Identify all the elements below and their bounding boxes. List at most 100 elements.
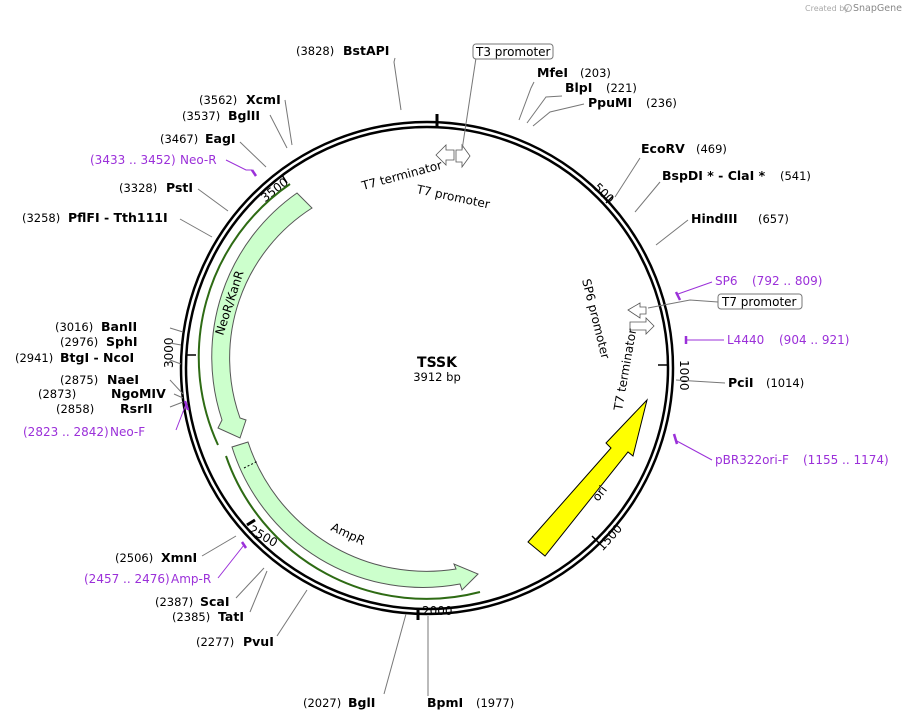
site-pos-bspdi-clai: (541) bbox=[780, 169, 811, 183]
leader-ecorv bbox=[614, 157, 641, 198]
leader-naei bbox=[169, 379, 184, 395]
tick-label-2000: 2000 bbox=[422, 604, 453, 618]
leader-pflfi-tth111i bbox=[179, 218, 213, 238]
neor-outline bbox=[197, 183, 291, 446]
t7-terminator-right-arrow-icon[interactable] bbox=[629, 317, 655, 335]
site-name-bspdi-clai[interactable]: BspDI * - ClaI * bbox=[662, 168, 766, 183]
primer-name-neo-f[interactable]: Neo-F bbox=[110, 425, 145, 439]
leader-tati bbox=[249, 570, 268, 613]
leader-scai bbox=[235, 567, 265, 599]
ori-feature[interactable] bbox=[527, 398, 648, 557]
t7-promoter-arrow-icon[interactable] bbox=[455, 143, 471, 169]
neor-feature[interactable] bbox=[211, 192, 313, 439]
primer-range-l4440: (904 .. 921) bbox=[779, 333, 849, 347]
site-name-ecorv[interactable]: EcoRV bbox=[641, 141, 685, 156]
primer-bar-sp6[interactable] bbox=[674, 291, 682, 301]
site-name-bglii[interactable]: BglII bbox=[228, 108, 260, 123]
site-pos-ngomiv: (2873) bbox=[38, 387, 76, 401]
site-name-eagi[interactable]: EagI bbox=[205, 131, 236, 146]
site-name-ngomiv[interactable]: NgoMIV bbox=[111, 386, 166, 401]
site-pos-bgli: (2027) bbox=[303, 696, 341, 710]
ampr-divider bbox=[243, 460, 259, 469]
leader-sphi bbox=[169, 342, 182, 346]
leader-xmni bbox=[201, 535, 237, 557]
tick-1500 bbox=[591, 535, 601, 545]
site-name-naei[interactable]: NaeI bbox=[107, 372, 139, 387]
watermark-brand: SnapGene bbox=[853, 3, 902, 14]
tick-500 bbox=[605, 195, 614, 204]
site-name-hindiii[interactable]: HindIII bbox=[691, 211, 738, 226]
leader-primer-sp6 bbox=[677, 281, 713, 295]
ampr-label: AmpR bbox=[329, 520, 367, 548]
ampr-outline bbox=[225, 455, 481, 600]
site-pos-bglii: (3537) bbox=[182, 109, 220, 123]
site-name-btgi-ncoi[interactable]: BtgI - NcoI bbox=[60, 350, 134, 365]
site-name-sphi[interactable]: SphI bbox=[106, 334, 138, 349]
site-name-rsrii[interactable]: RsrII bbox=[120, 401, 153, 416]
site-name-pcii[interactable]: PciI bbox=[728, 375, 754, 390]
site-name-tati[interactable]: TatI bbox=[218, 609, 244, 624]
site-pos-blpi: (221) bbox=[606, 81, 637, 95]
site-name-pvui[interactable]: PvuI bbox=[243, 634, 274, 649]
primer-name-sp6[interactable]: SP6 bbox=[715, 274, 738, 288]
primer-name-l4440[interactable]: L4440 bbox=[727, 333, 764, 347]
t7-promoter-box[interactable] bbox=[717, 293, 803, 310]
site-name-psti[interactable]: PstI bbox=[166, 180, 193, 195]
tick-label-1000: 1000 bbox=[677, 360, 691, 391]
site-name-blpi[interactable]: BlpI bbox=[565, 80, 592, 95]
primer-name-pbr322ori-f[interactable]: pBR322ori-F bbox=[715, 453, 789, 467]
leader-pvui bbox=[276, 589, 308, 637]
t3-promoter-box[interactable] bbox=[472, 43, 554, 60]
watermark-prefix: Created by bbox=[805, 4, 849, 13]
site-name-ppumi[interactable]: PpuMI bbox=[588, 95, 632, 110]
site-pos-xmni: (2506) bbox=[115, 551, 153, 565]
site-pos-xcmi: (3562) bbox=[199, 93, 237, 107]
site-name-xcmi[interactable]: XcmI bbox=[246, 92, 281, 107]
primer-bar-neo-r[interactable] bbox=[250, 169, 258, 177]
primer-name-neo-r[interactable]: Neo-R bbox=[180, 153, 217, 167]
site-pos-bstapi: (3828) bbox=[296, 44, 334, 58]
leader-blpi bbox=[526, 95, 563, 124]
site-pos-pflfi-tth111i: (3258) bbox=[22, 211, 60, 225]
leader-t3-promoter bbox=[461, 57, 477, 151]
t3-promoter-label: T3 promoter bbox=[475, 45, 551, 59]
site-name-bgli[interactable]: BglI bbox=[348, 695, 375, 710]
primer-range-amp-r: (2457 .. 2476) bbox=[84, 572, 170, 586]
primer-bar-pbr322ori-f[interactable] bbox=[672, 433, 679, 445]
site-pos-tati: (2385) bbox=[172, 610, 210, 624]
primer-range-sp6: (792 .. 809) bbox=[752, 274, 822, 288]
leader-psti bbox=[197, 188, 229, 212]
tick-label-3500: 3500 bbox=[258, 175, 291, 205]
site-pos-pvui: (2277) bbox=[196, 635, 234, 649]
leader-primer-neo-r bbox=[225, 159, 252, 171]
primer-range-neo-r: (3433 .. 3452) bbox=[90, 153, 176, 167]
leader-t7-promoter-right bbox=[647, 299, 719, 309]
leader-eagi bbox=[239, 141, 267, 168]
site-name-banii[interactable]: BanII bbox=[101, 319, 137, 334]
leader-xcmi bbox=[284, 99, 293, 146]
leader-bstapi bbox=[393, 57, 402, 111]
sp6-promoter-arrow-icon[interactable] bbox=[627, 302, 647, 319]
leader-primer-amp-r bbox=[217, 544, 245, 579]
site-name-mfei[interactable]: MfeI bbox=[537, 65, 568, 80]
site-name-xmni[interactable]: XmnI bbox=[161, 550, 197, 565]
backbone-outer bbox=[179, 120, 675, 616]
site-name-scai[interactable]: ScaI bbox=[200, 594, 230, 609]
primer-name-amp-r[interactable]: Amp-R bbox=[171, 572, 211, 586]
primer-bar-neo-f[interactable] bbox=[183, 400, 190, 411]
site-name-pflfi-tth111i[interactable]: PflFI - Tth111I bbox=[68, 210, 168, 225]
backbone-inner bbox=[184, 125, 670, 611]
sp6-promoter-label: SP6 promoter bbox=[579, 277, 612, 360]
site-pos-ppumi: (236) bbox=[646, 96, 677, 110]
map-title: TSSK bbox=[417, 355, 458, 371]
t7-terminator-right-label: T7 terminator bbox=[611, 328, 639, 413]
leader-banii bbox=[169, 327, 184, 333]
site-name-bstapi[interactable]: BstAPI bbox=[343, 43, 389, 58]
t7-terminator-arrow-icon[interactable] bbox=[435, 144, 455, 166]
tick-3500 bbox=[281, 174, 288, 184]
ampr-feature[interactable] bbox=[231, 441, 479, 591]
t7-promoter-top-label: T7 promoter bbox=[414, 182, 491, 211]
site-name-bpmi[interactable]: BpmI bbox=[427, 695, 463, 710]
